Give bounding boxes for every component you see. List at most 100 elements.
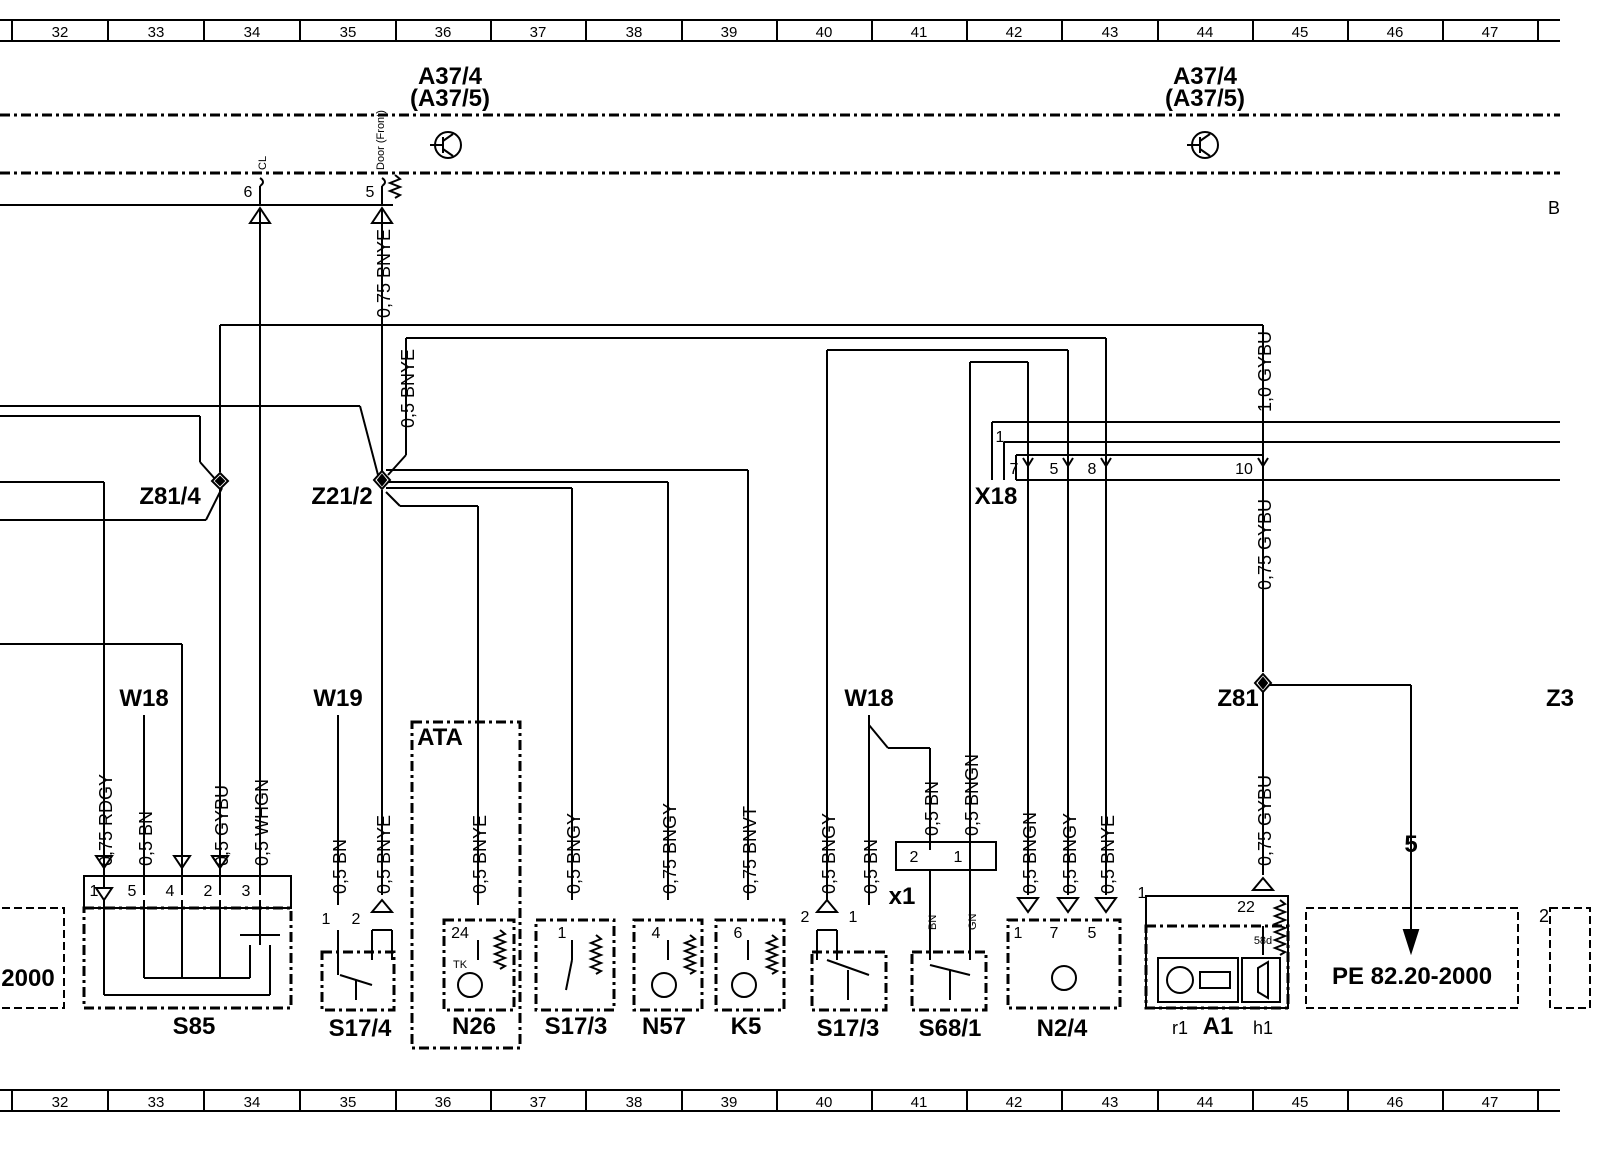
- component-label-s17-4: S17/4: [329, 1015, 392, 1042]
- grid-top-39: 39: [721, 24, 738, 41]
- wire-label-bngy-s17-3b: 0,5 BNGY: [819, 813, 839, 894]
- grid-top-34: 34: [244, 24, 261, 41]
- splice-label-z21-2: Z21/2: [311, 483, 372, 510]
- edge-label-b: B: [1548, 198, 1560, 218]
- wire-label-gybu-s85: 0,5 GYBU: [212, 785, 232, 866]
- wire-label-bnvt-k5: 0,75 BNVT: [740, 806, 760, 894]
- pin-label-6: 6: [244, 184, 253, 201]
- top-grid-ruler: [0, 19, 1560, 42]
- grid-top-40: 40: [816, 24, 833, 41]
- grid-bottom-35: 35: [340, 1094, 357, 1111]
- component-label-n26: N26: [452, 1013, 496, 1040]
- component-label-n2-4: N2/4: [1037, 1015, 1088, 1042]
- component-label-n57: N57: [642, 1013, 686, 1040]
- transistor-icon: [1187, 131, 1219, 159]
- x18-pin-8: 8: [1088, 461, 1097, 478]
- wire-label-bnye-n26: 0,5 BNYE: [470, 815, 490, 894]
- wire-label-whgn: 0,5 WHGN: [252, 779, 272, 866]
- transistor-icon: [430, 131, 462, 159]
- wire-label-bngy-n57: 0,75 BNGY: [660, 803, 680, 894]
- grid-top-42: 42: [1006, 24, 1023, 41]
- grid-top-47: 47: [1482, 24, 1499, 41]
- ref-label-left: 2000: [1, 965, 54, 992]
- component-label-s85: S85: [173, 1013, 216, 1040]
- splice-z81: [1253, 672, 1273, 694]
- component-label-ata: ATA: [417, 724, 463, 751]
- wire-label-bn-s17-3b: 0,5 BN: [861, 839, 881, 894]
- grid-bottom-40: 40: [816, 1094, 833, 1111]
- wire-label-rdgy: 0,75 RDGY: [96, 774, 116, 866]
- pin-name-door: Door (Front): [375, 110, 387, 170]
- bus-wires: [0, 204, 1560, 956]
- s17-4-pin-2: 2: [352, 911, 361, 928]
- ata-boundary: [410, 720, 522, 1050]
- s68-1-wire-bn: BN: [927, 915, 939, 930]
- n2-4-pin-5: 5: [1088, 925, 1097, 942]
- shield-label-w18-left: W18: [119, 685, 168, 712]
- grid-bottom-44: 44: [1197, 1094, 1214, 1111]
- x1-connector: [895, 841, 997, 871]
- s85-pin-5: 5: [128, 883, 137, 900]
- k5-relay: [714, 918, 786, 1012]
- wire-label-bngy-s17-3: 0,5 BNGY: [564, 813, 584, 894]
- grid-bottom-36: 36: [435, 1094, 452, 1111]
- pin-label-5: 5: [366, 184, 375, 201]
- x18-pin-5: 5: [1050, 461, 1059, 478]
- s68-1-wire-gn: GN: [967, 913, 979, 930]
- splice-z81-4: [210, 471, 230, 491]
- x18-pin-1: 1: [996, 429, 1005, 446]
- s17-3b-switch: [810, 898, 888, 1012]
- wire-label-gybu-075-upper: 0,75 GYBU: [1255, 499, 1275, 590]
- wire-label-gybu-10: 1,0 GYBU: [1255, 331, 1275, 412]
- right-edge-pin-2: 2: [1539, 906, 1549, 926]
- ref-box-right: [1305, 907, 1591, 1009]
- a1-pin-1: 1: [1138, 885, 1147, 902]
- a1-pin-58d: 58d: [1254, 935, 1272, 947]
- pin-name-cl: CL: [257, 156, 269, 170]
- wire-label-bn-s85: 0,5 BN: [136, 811, 156, 866]
- s17-4-switch: [320, 898, 396, 1012]
- s85-pin-3: 3: [242, 883, 251, 900]
- component-label-s68-1: S68/1: [919, 1015, 982, 1042]
- wire-label-bngn-n2-4: 0,5 BNGN: [1020, 812, 1040, 894]
- s17-3-switch: [534, 918, 616, 1012]
- wire-label-bngy-n2-4: 0,5 BNGY: [1060, 813, 1080, 894]
- wire-label-bnye-s17-4: 0,5 BNYE: [374, 815, 394, 894]
- arrow-target-number: 5: [1404, 831, 1417, 858]
- splice-label-z81: Z81: [1217, 685, 1258, 712]
- ref-label-right: PE 82.20-2000: [1332, 963, 1492, 990]
- a1-sub-h1: h1: [1253, 1018, 1273, 1038]
- grid-top-44: 44: [1197, 24, 1214, 41]
- component-label-s17-3b: S17/3: [817, 1015, 880, 1042]
- module-label-a37-right-alt: (A37/5): [1165, 85, 1245, 112]
- grid-top-43: 43: [1102, 24, 1119, 41]
- grid-bottom-47: 47: [1482, 1094, 1499, 1111]
- grid-top-33: 33: [148, 24, 165, 41]
- wire-label-bngn-s68-1: 0,5 BNGN: [962, 754, 982, 836]
- wire-label-gybu-a1: 0,75 GYBU: [1255, 775, 1275, 866]
- n2-4-pin-1: 1: [1014, 925, 1023, 942]
- s85-pin-4: 4: [166, 883, 175, 900]
- shield-label-w18-right: W18: [844, 685, 893, 712]
- n26-tk-label: TK: [453, 959, 468, 971]
- s85-switch-block: [82, 855, 293, 1010]
- s17-4-pin-1: 1: [322, 911, 331, 928]
- s17-3b-pin-1: 1: [849, 909, 858, 926]
- splice-label-z3: Z3: [1546, 685, 1574, 712]
- wire-label-bnye-075: 0,75 BNYE: [374, 229, 394, 318]
- wire-label-bnye-05: 0,5 BNYE: [398, 349, 418, 428]
- x18-connector-pins: [1022, 457, 1269, 468]
- grid-top-45: 45: [1292, 24, 1309, 41]
- wire-label-bn-s17-4: 0,5 BN: [330, 839, 350, 894]
- splice-label-z81-4: Z81/4: [139, 483, 201, 510]
- grid-bottom-34: 34: [244, 1094, 261, 1111]
- shield-label-w19: W19: [313, 685, 362, 712]
- a1-sub-r1: r1: [1172, 1018, 1188, 1038]
- grid-top-46: 46: [1387, 24, 1404, 41]
- module-label-a37-right: A37/4: [1173, 63, 1238, 90]
- grid-bottom-38: 38: [626, 1094, 643, 1111]
- grid-top-41: 41: [911, 24, 928, 41]
- s17-3-pin-1: 1: [558, 925, 567, 942]
